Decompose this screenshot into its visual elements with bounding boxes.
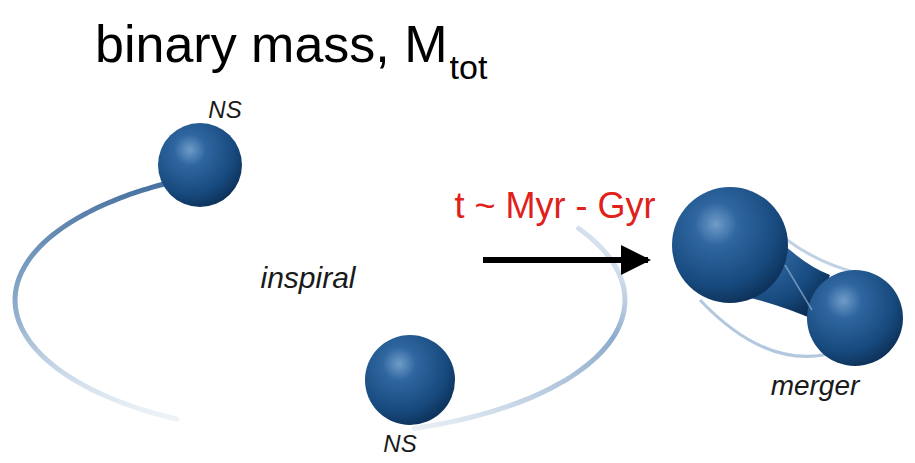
star-label: NS	[383, 432, 416, 456]
neutron-star	[365, 335, 455, 425]
neutron-star	[158, 123, 242, 207]
timescale-label: t ~ Myr - Gyr	[455, 188, 656, 224]
merger-remnant	[672, 187, 903, 366]
phase-label: merger	[771, 372, 860, 400]
title: binary mass, M	[95, 18, 448, 70]
star-label: NS	[208, 98, 241, 122]
orbit-arc	[15, 178, 191, 420]
time-arrow	[483, 257, 648, 263]
phase-label: inspiral	[260, 263, 355, 293]
subscript: tot	[450, 50, 488, 84]
